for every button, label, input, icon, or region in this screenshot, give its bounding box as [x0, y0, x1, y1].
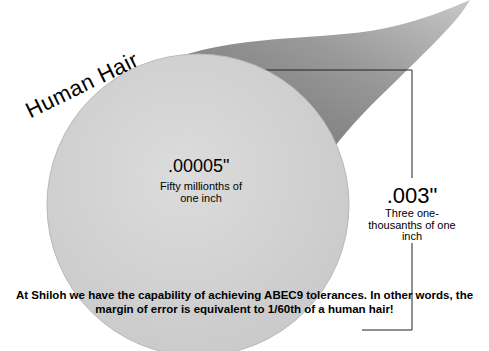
dimension-value: .003" [364, 184, 460, 207]
caption: At Shiloh we have the capability of achi… [8, 288, 481, 317]
dimension-note: Three one-thousanths of one inch [366, 208, 458, 243]
dimension-value: .00005" [168, 157, 229, 176]
dimension-note: Fifty millionths of one inch [156, 181, 246, 204]
dimension-bracket [362, 236, 412, 330]
